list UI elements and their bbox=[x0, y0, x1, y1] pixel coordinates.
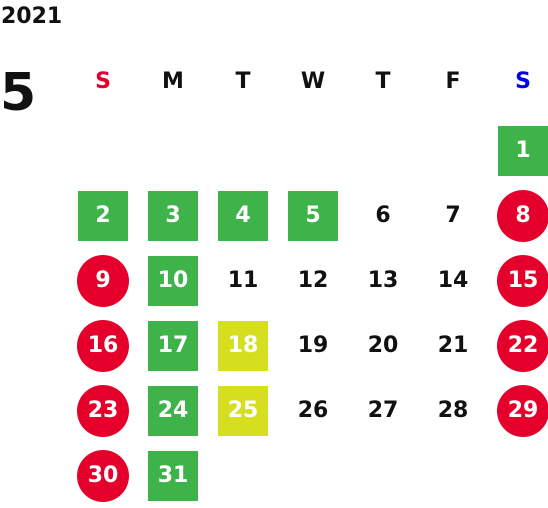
day-cell: 8 bbox=[488, 183, 548, 248]
day-plain-marker: 14 bbox=[437, 267, 469, 293]
weekday-sat: S bbox=[515, 69, 531, 94]
day-cell: 13 bbox=[348, 248, 418, 313]
day-green-marker: 1 bbox=[498, 125, 548, 176]
empty-cell bbox=[278, 118, 348, 183]
day-green-marker: 4 bbox=[218, 190, 268, 241]
day-plain-marker: 26 bbox=[297, 397, 329, 423]
day-cell: 20 bbox=[348, 313, 418, 378]
day-cell: 29 bbox=[488, 378, 548, 443]
day-cell: 7 bbox=[418, 183, 488, 248]
day-plain-marker: 20 bbox=[367, 332, 399, 358]
day-cell: 6 bbox=[348, 183, 418, 248]
empty-cell bbox=[68, 118, 138, 183]
day-plain-marker: 27 bbox=[367, 397, 399, 423]
day-plain-marker: 12 bbox=[297, 267, 329, 293]
calendar-month: 5 bbox=[0, 63, 37, 123]
day-cell: 17 bbox=[138, 313, 208, 378]
day-plain-marker: 21 bbox=[437, 332, 469, 358]
day-cell: 3 bbox=[138, 183, 208, 248]
calendar-year: 2021 bbox=[1, 4, 63, 29]
day-holiday-marker: 29 bbox=[497, 384, 548, 437]
day-plain-marker: 7 bbox=[445, 202, 461, 228]
day-cell: 23 bbox=[68, 378, 138, 443]
weekday-header: S M T W T F S bbox=[68, 62, 548, 102]
day-cell: 12 bbox=[278, 248, 348, 313]
day-green-marker: 17 bbox=[148, 320, 198, 371]
day-plain-marker: 11 bbox=[227, 267, 259, 293]
day-cell: 31 bbox=[138, 443, 208, 508]
day-cell: 10 bbox=[138, 248, 208, 313]
day-holiday-marker: 15 bbox=[497, 254, 548, 307]
day-cell: 26 bbox=[278, 378, 348, 443]
empty-cell bbox=[208, 118, 278, 183]
day-cell: 11 bbox=[208, 248, 278, 313]
empty-cell bbox=[138, 118, 208, 183]
day-plain-marker: 28 bbox=[437, 397, 469, 423]
day-cell: 5 bbox=[278, 183, 348, 248]
day-cell: 1 bbox=[488, 118, 548, 183]
day-holiday-marker: 30 bbox=[77, 449, 129, 502]
day-holiday-marker: 9 bbox=[77, 254, 129, 307]
day-cell: 24 bbox=[138, 378, 208, 443]
day-holiday-marker: 23 bbox=[77, 384, 129, 437]
day-yellow-marker: 25 bbox=[218, 385, 268, 436]
weekday-thu: T bbox=[375, 69, 391, 94]
weekday-mon: M bbox=[162, 69, 184, 94]
weekday-tue: T bbox=[235, 69, 251, 94]
day-cell: 4 bbox=[208, 183, 278, 248]
day-cell: 19 bbox=[278, 313, 348, 378]
day-cell: 30 bbox=[68, 443, 138, 508]
day-holiday-marker: 22 bbox=[497, 319, 548, 372]
day-holiday-marker: 8 bbox=[497, 189, 548, 242]
day-green-marker: 2 bbox=[78, 190, 128, 241]
weekday-wed: W bbox=[300, 69, 326, 94]
day-green-marker: 10 bbox=[148, 255, 198, 306]
day-cell: 14 bbox=[418, 248, 488, 313]
day-cell: 21 bbox=[418, 313, 488, 378]
day-green-marker: 31 bbox=[148, 450, 198, 501]
day-cell: 9 bbox=[68, 248, 138, 313]
day-green-marker: 24 bbox=[148, 385, 198, 436]
day-green-marker: 3 bbox=[148, 190, 198, 241]
day-green-marker: 5 bbox=[288, 190, 338, 241]
weekday-fri: F bbox=[445, 69, 461, 94]
day-plain-marker: 13 bbox=[367, 267, 399, 293]
empty-cell bbox=[348, 118, 418, 183]
day-cell: 15 bbox=[488, 248, 548, 313]
day-cell: 28 bbox=[418, 378, 488, 443]
empty-cell bbox=[418, 118, 488, 183]
day-plain-marker: 6 bbox=[375, 202, 391, 228]
day-cell: 16 bbox=[68, 313, 138, 378]
day-holiday-marker: 16 bbox=[77, 319, 129, 372]
day-cell: 18 bbox=[208, 313, 278, 378]
day-cell: 2 bbox=[68, 183, 138, 248]
day-cell: 22 bbox=[488, 313, 548, 378]
day-plain-marker: 19 bbox=[297, 332, 329, 358]
day-yellow-marker: 18 bbox=[218, 320, 268, 371]
day-cell: 27 bbox=[348, 378, 418, 443]
day-cell: 25 bbox=[208, 378, 278, 443]
weekday-sun: S bbox=[95, 69, 111, 94]
